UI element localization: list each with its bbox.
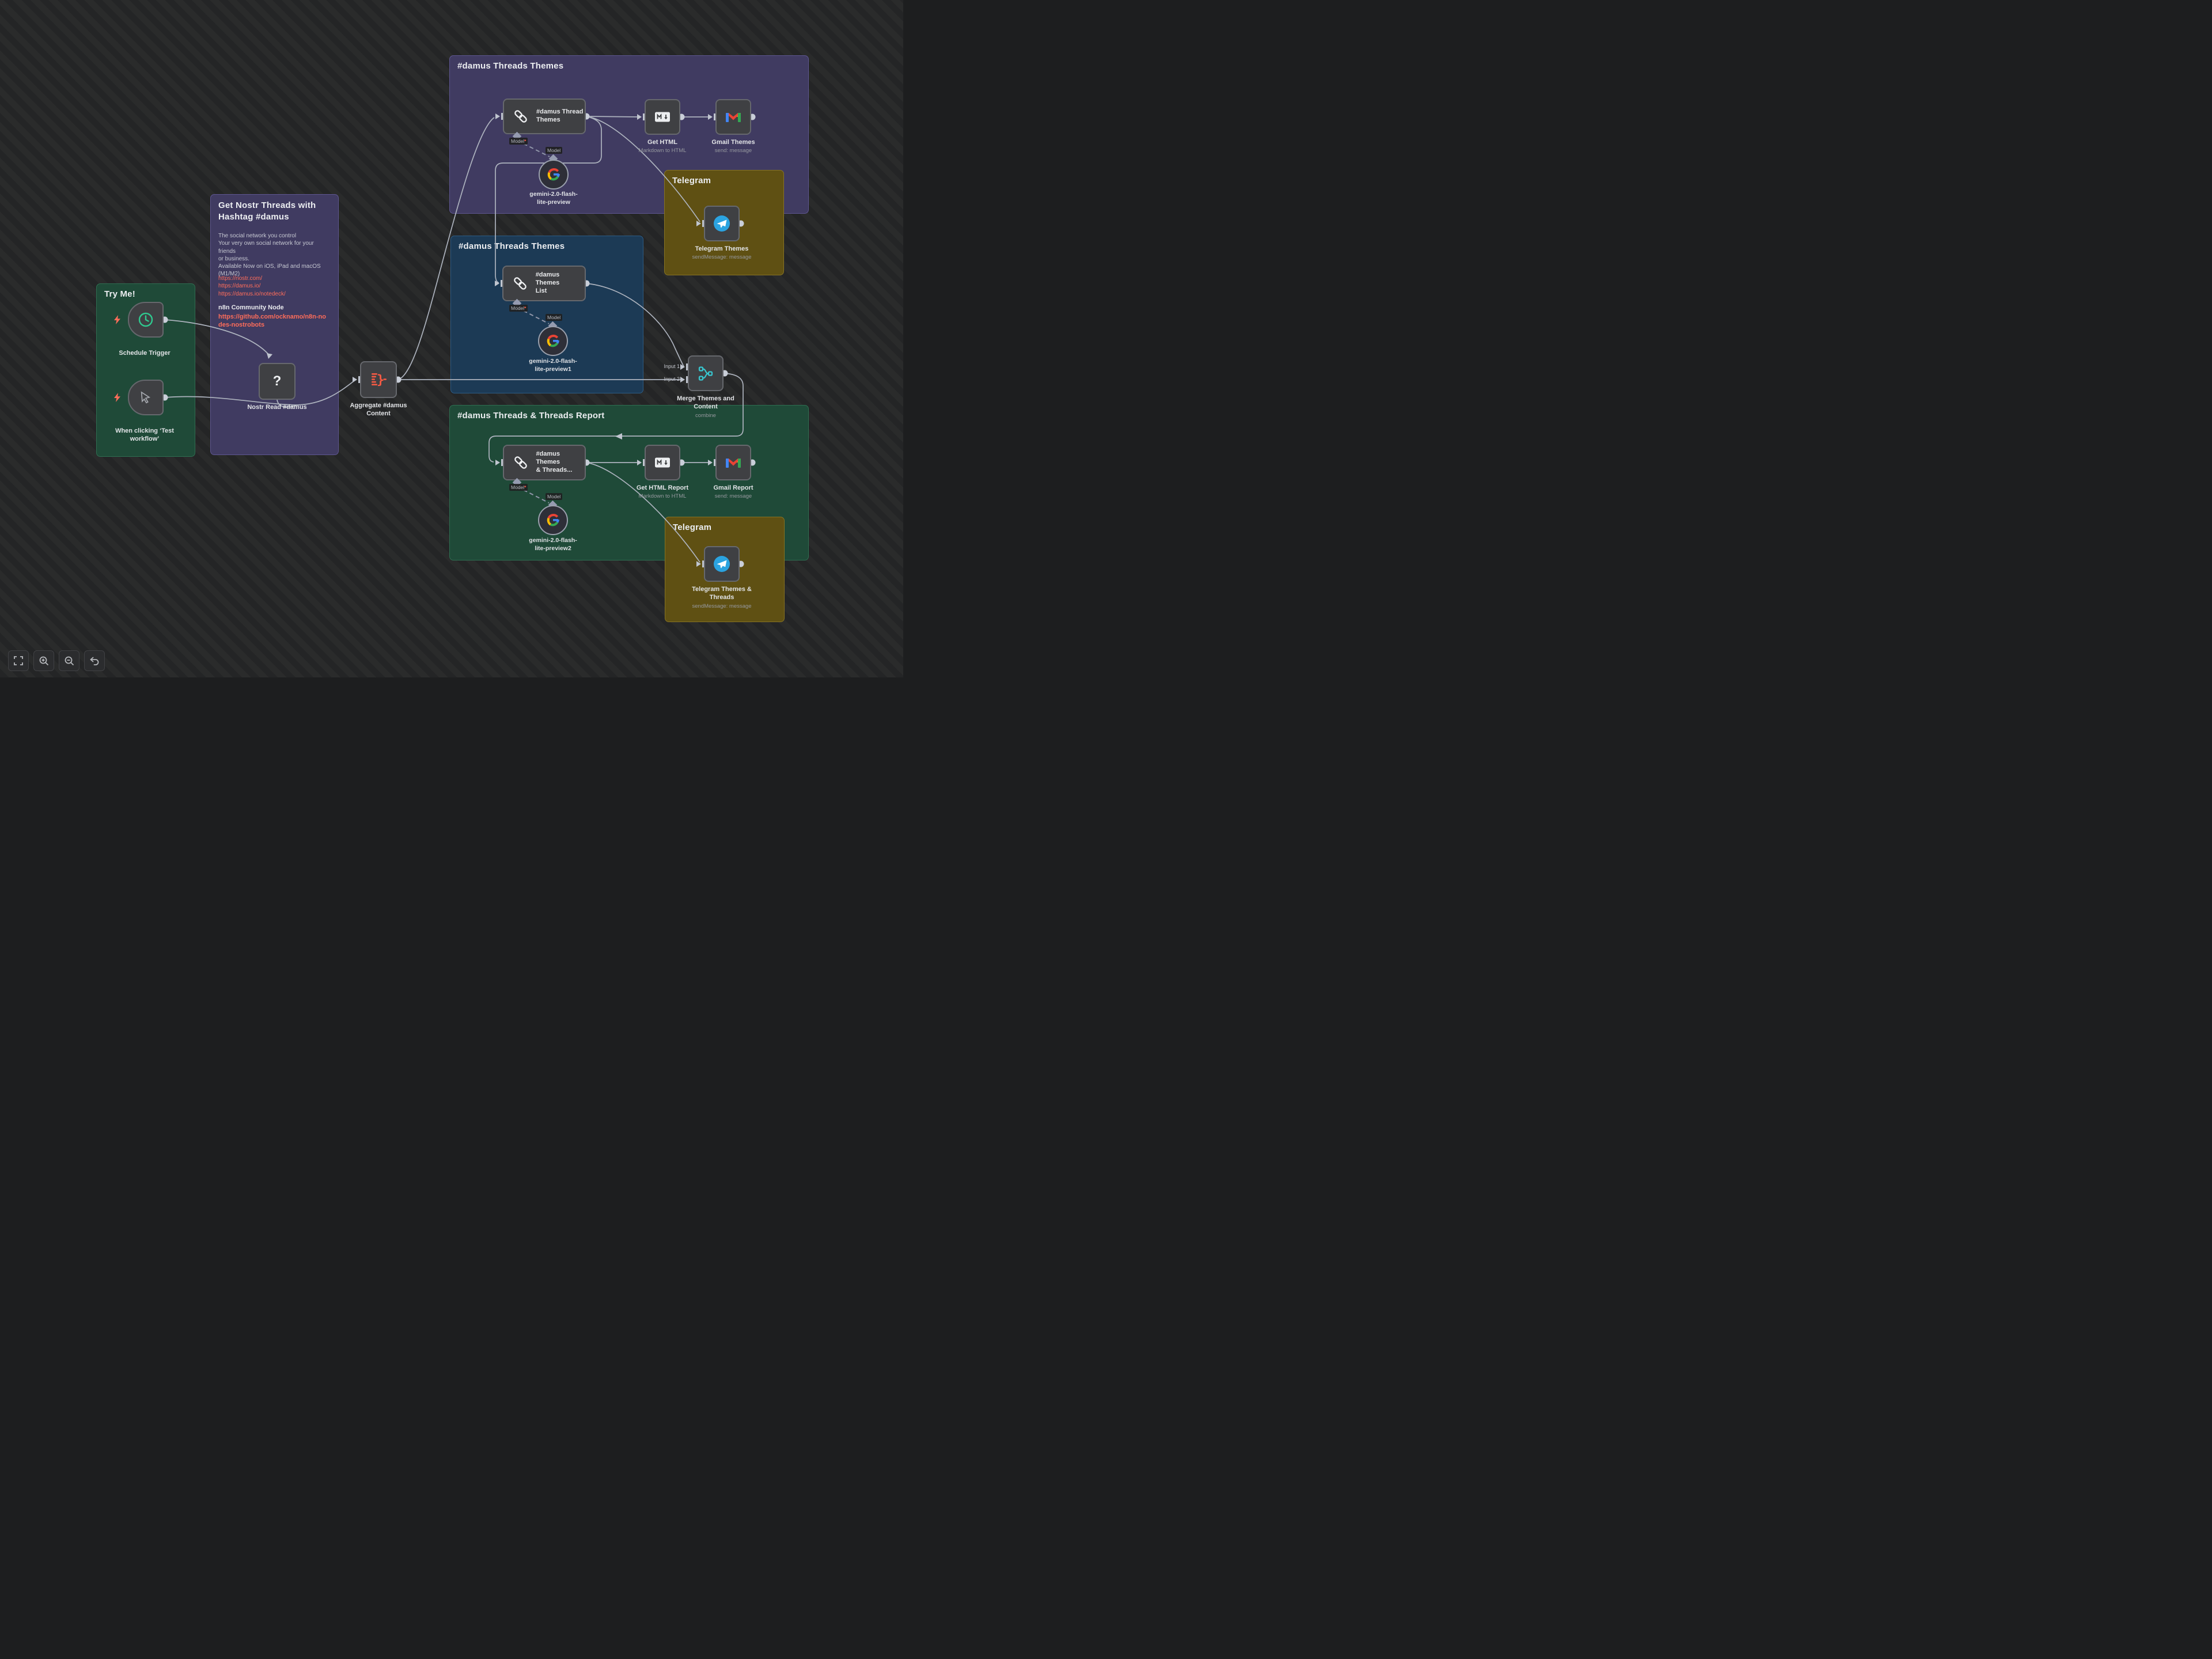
fit-view-icon bbox=[14, 656, 23, 665]
node-get-html[interactable] bbox=[645, 99, 680, 135]
merge-input1-label: Input 1 bbox=[643, 363, 680, 369]
cursor-icon bbox=[138, 390, 153, 405]
google-g-icon bbox=[546, 334, 560, 349]
node-telegram-themes-threads[interactable] bbox=[704, 546, 740, 582]
connection-schedule-to-nostr[interactable] bbox=[165, 320, 268, 354]
node-damus-thread-themes[interactable]: #damus Thread Themes bbox=[503, 99, 586, 134]
model-required-label: Model* bbox=[509, 305, 528, 312]
node-telegram-themes[interactable] bbox=[704, 206, 740, 241]
zoom-out-button[interactable] bbox=[59, 650, 79, 671]
node-manual-trigger[interactable] bbox=[128, 380, 164, 415]
node-schedule-trigger[interactable] bbox=[128, 302, 164, 338]
merge-input2-label: Input 2 bbox=[643, 376, 680, 382]
node-label-gmail-report: Gmail Report send: message bbox=[699, 484, 768, 501]
clock-icon bbox=[137, 311, 154, 328]
zoom-in-button[interactable] bbox=[33, 650, 54, 671]
node-label-telegram-tt: Telegram Themes & Threads sendMessage: m… bbox=[681, 585, 762, 610]
node-title: #damus Thread Themes bbox=[536, 108, 583, 124]
node-label-nostr: Nostr Read #damus bbox=[237, 403, 317, 411]
model-label: Model bbox=[546, 314, 562, 321]
node-label-get-html: Get HTML Markdown to HTML bbox=[628, 138, 697, 155]
question-mark-icon: ? bbox=[273, 373, 282, 389]
model-required-label: Model* bbox=[509, 484, 528, 491]
trigger-bolt-icon bbox=[114, 393, 121, 402]
undo-icon bbox=[89, 656, 100, 665]
svg-text:}: } bbox=[377, 373, 384, 387]
node-title: #damus Themes & Threads... bbox=[536, 450, 585, 474]
node-label-gmail-themes: Gmail Themes send: message bbox=[699, 138, 768, 155]
telegram-icon bbox=[713, 555, 730, 573]
node-merge[interactable] bbox=[688, 355, 724, 391]
node-title: #damus Themes List bbox=[536, 271, 585, 295]
node-label-gemini0: gemini-2.0-flash- lite-preview bbox=[510, 190, 597, 206]
connection-aggregate-to-thread-themes[interactable] bbox=[398, 118, 494, 380]
workflow-canvas[interactable]: Try Me! Get Nostr Threads with Hashtag #… bbox=[0, 0, 903, 677]
model-label: Model bbox=[546, 493, 562, 500]
connection-thread-themes-to-get-html[interactable] bbox=[586, 116, 641, 117]
chain-link-icon bbox=[512, 275, 529, 292]
nostr-input-arrow bbox=[267, 353, 272, 359]
node-label-aggregate: Aggregate #damus Content bbox=[338, 402, 419, 418]
node-get-html-report[interactable] bbox=[645, 445, 680, 480]
gmail-icon bbox=[726, 111, 741, 123]
connection-themes-list-to-merge-input1[interactable] bbox=[586, 283, 684, 366]
trigger-bolt-icon bbox=[114, 315, 121, 324]
model-label: Model bbox=[546, 147, 562, 154]
google-g-icon bbox=[546, 167, 561, 182]
connections-layer bbox=[0, 0, 903, 677]
chain-link-icon bbox=[512, 108, 529, 125]
node-label-gemini1: gemini-2.0-flash- lite-preview1 bbox=[510, 357, 596, 373]
node-label-telegram-themes: Telegram Themes sendMessage: message bbox=[687, 245, 756, 262]
node-label-manual: When clicking ‘Test workflow’ bbox=[104, 427, 185, 444]
node-aggregate[interactable]: } bbox=[360, 361, 397, 398]
node-label-schedule: Schedule Trigger bbox=[109, 349, 180, 357]
connection-thread-themes-to-telegram-themes[interactable] bbox=[586, 116, 700, 222]
node-label-get-html-report: Get HTML Report Markdown to HTML bbox=[628, 484, 697, 501]
google-g-icon bbox=[546, 513, 560, 528]
telegram-icon bbox=[713, 215, 730, 232]
node-label-merge: Merge Themes and Content combine bbox=[665, 395, 746, 419]
node-gmail-report[interactable] bbox=[715, 445, 751, 480]
merge-loop-arrow bbox=[615, 433, 622, 440]
node-damus-themes-threads[interactable]: #damus Themes & Threads... bbox=[503, 445, 586, 480]
node-gemini-flash-lite-preview2[interactable] bbox=[538, 505, 568, 535]
markdown-icon bbox=[655, 112, 670, 122]
node-nostr-read[interactable]: ? bbox=[259, 363, 296, 400]
node-gmail-themes[interactable] bbox=[715, 99, 751, 135]
merge-icon bbox=[698, 366, 714, 381]
zoom-in-icon bbox=[39, 656, 49, 666]
markdown-icon bbox=[655, 457, 670, 468]
aggregate-icon: } bbox=[371, 373, 387, 387]
chain-link-icon bbox=[512, 454, 529, 471]
gmail-icon bbox=[726, 457, 741, 468]
fit-view-button[interactable] bbox=[8, 650, 29, 671]
zoom-out-icon bbox=[65, 656, 74, 666]
undo-button[interactable] bbox=[84, 650, 105, 671]
model-required-label: Model* bbox=[509, 138, 528, 145]
node-damus-themes-list[interactable]: #damus Themes List bbox=[502, 266, 586, 301]
node-label-gemini2: gemini-2.0-flash- lite-preview2 bbox=[510, 536, 596, 552]
connection-themes-threads-to-telegram-tt[interactable] bbox=[586, 463, 700, 562]
node-gemini-flash-lite-preview[interactable] bbox=[539, 160, 569, 190]
node-gemini-flash-lite-preview1[interactable] bbox=[538, 326, 568, 356]
